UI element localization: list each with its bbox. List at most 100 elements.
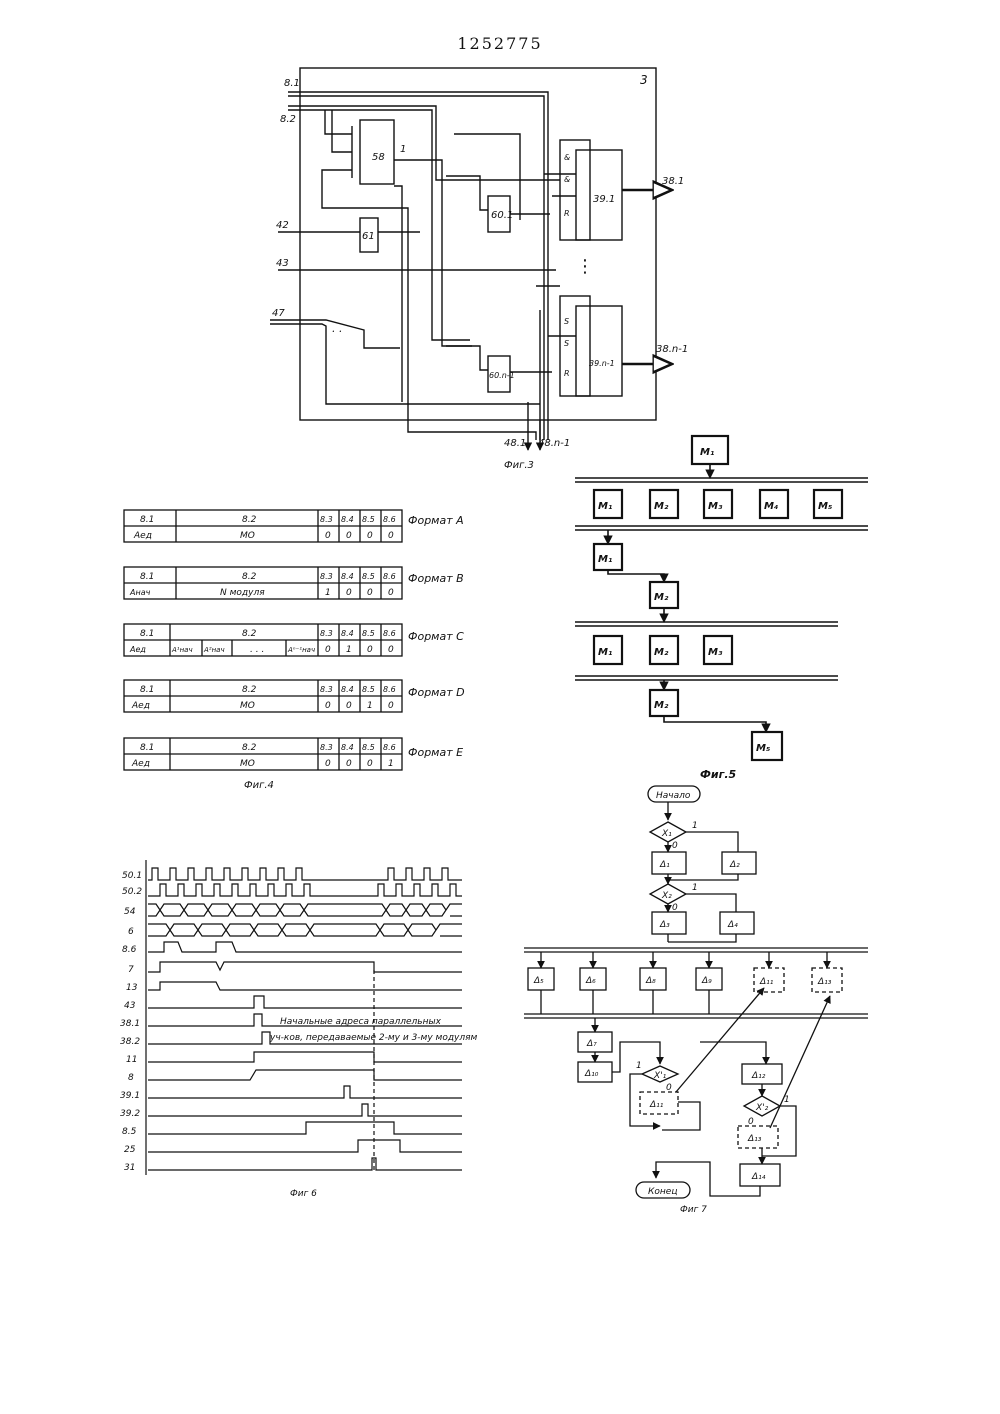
- fc-d2: Δ₂: [729, 860, 740, 870]
- sig-label-1: 50.1: [122, 871, 142, 881]
- fc-cond1-label: X₁: [661, 829, 672, 839]
- fig3-out-48-1: 48.1: [504, 438, 526, 449]
- fc-r8: 0: [367, 645, 373, 655]
- fe-r3: 0: [325, 759, 331, 769]
- fig3-label-39-n-1: 39.n-1: [589, 359, 615, 368]
- fig3-input-43: 43: [276, 258, 289, 269]
- fd-h6: 8.6: [383, 685, 396, 694]
- fa-h3: 8.3: [320, 515, 333, 524]
- fc-cond4-zero: 0: [748, 1117, 754, 1127]
- sig-label-12: 8: [128, 1073, 134, 1083]
- fc-r2: Δ₁₃: [747, 1134, 762, 1144]
- fc-r3: Δ₁₄: [751, 1172, 766, 1182]
- sig-13: [148, 982, 462, 990]
- fc-r6: 0: [325, 645, 331, 655]
- fc-cond3-label: X'₁: [653, 1071, 667, 1081]
- fa-h6: 8.6: [383, 515, 396, 524]
- fd-h4: 8.4: [341, 685, 354, 694]
- fig4-caption: Фиг.4: [244, 780, 274, 791]
- fig3-out-38-n-1: 38.n-1: [656, 344, 688, 355]
- fc-r5: Aⁿ⁻¹нач: [287, 646, 315, 654]
- fig3-input-8-2: 8.2: [280, 114, 296, 125]
- fd-r2: МО: [240, 701, 255, 711]
- format-e-table: [124, 738, 402, 770]
- fig3-label-58: 58: [372, 152, 385, 163]
- sig-label-15: 8.5: [122, 1127, 137, 1137]
- sig-label-6: 7: [128, 965, 134, 975]
- fe-h4: 8.4: [341, 743, 354, 752]
- fig3-block-39-n-1: [576, 306, 622, 396]
- fig3-ellipsis: ⋮: [576, 256, 594, 277]
- sig-43: [148, 996, 462, 1008]
- sig-label-2: 50.2: [122, 887, 142, 897]
- fc-cond1-zero: 0: [672, 841, 678, 851]
- fig5-r1-2: M₂: [654, 501, 669, 512]
- fe-r6: 1: [388, 759, 394, 769]
- fb-h4: 8.4: [341, 572, 354, 581]
- fc-p3: Δ₈: [645, 976, 656, 986]
- fc-d1: Δ₁: [659, 860, 670, 870]
- fb-h1: 8.1: [140, 572, 154, 582]
- fc-name: Формат C: [408, 630, 464, 643]
- fc-l1: Δ₇: [586, 1039, 597, 1049]
- fc-h3: 8.3: [320, 629, 333, 638]
- fig7-caption: Фиг 7: [680, 1205, 707, 1215]
- sig-11: [148, 1052, 462, 1062]
- fc-cond2-label: X₂: [661, 891, 672, 901]
- fd-r6: 0: [388, 701, 394, 711]
- fc-cond2-zero: 0: [672, 903, 678, 913]
- sig-39-2: [148, 1104, 462, 1116]
- fc-p2: Δ₆: [585, 976, 596, 986]
- sig-6: [148, 924, 462, 936]
- sig-8: [148, 1070, 462, 1080]
- fig5-r2-1: M₁: [598, 647, 612, 658]
- fe-h5: 8.5: [362, 743, 375, 752]
- fig3-label-60-n-1: 60.n-1: [489, 371, 515, 380]
- fig3-port-5: S: [564, 339, 569, 348]
- fig6-caption: Фиг 6: [290, 1189, 317, 1199]
- fc-h6: 8.6: [383, 629, 396, 638]
- fig5-labels: M₁ M₁ M₂ M₃ M₄ M₅ M₁ M₂ M₁ M₂ M₃ M₂ M₅ Ф…: [598, 447, 832, 781]
- fe-h3: 8.3: [320, 743, 333, 752]
- fc-h4: 8.4: [341, 629, 354, 638]
- fc-parallel-blocks: [528, 952, 842, 1014]
- fig5-r1-4: M₄: [764, 501, 778, 512]
- fd-r5: 1: [367, 701, 373, 711]
- fc-p4: Δ₉: [701, 976, 712, 986]
- fig5-r1-1: M₁: [598, 501, 612, 512]
- fc-d4: Δ₄: [727, 920, 738, 930]
- figure-4-formats: [124, 510, 402, 770]
- fa-h4: 8.4: [341, 515, 354, 524]
- fa-h1: 8.1: [140, 515, 154, 525]
- fig3-caption: Фиг.3: [504, 460, 534, 471]
- fa-r3: 0: [325, 531, 331, 541]
- fig6-annotation-2: уч-ков, передаваемые 2-му и 3-му модулям: [269, 1033, 478, 1043]
- fig3-input-8-1: 8.1: [284, 78, 300, 89]
- fig5-caption: Фиг.5: [700, 768, 737, 781]
- fc-r7: 1: [346, 645, 352, 655]
- sig-label-11: 11: [126, 1055, 137, 1065]
- fig3-port-1: &: [564, 153, 570, 162]
- sig-31: [148, 1158, 462, 1170]
- fc-l2: Δ₁₀: [584, 1069, 599, 1079]
- sig-label-14: 39.2: [120, 1109, 140, 1119]
- fb-h5: 8.5: [362, 572, 375, 581]
- fe-r1: Aед: [131, 759, 150, 769]
- fc-h2: 8.2: [242, 629, 257, 639]
- fd-r1: Aед: [131, 701, 150, 711]
- fc-cond3-zero: 0: [666, 1083, 672, 1093]
- format-a-table: [124, 510, 402, 542]
- fb-r5: 0: [367, 588, 373, 598]
- sig-39-1: [148, 1086, 462, 1098]
- fc-r1: Δ₁₂: [751, 1071, 766, 1081]
- fc-r2: A¹нач: [171, 646, 193, 654]
- fig6-labels: 50.1 50.2 54 6 8.6 7 13 43 38.1 38.2 11 …: [120, 871, 478, 1199]
- fa-r6: 0: [388, 531, 394, 541]
- fc-cond4-one: 1: [784, 1095, 790, 1105]
- fc-p1: Δ₅: [533, 976, 544, 986]
- sig-54: [148, 904, 462, 916]
- fd-r3: 0: [325, 701, 331, 711]
- fc-p6: Δ₁₃: [817, 977, 832, 987]
- fd-h2: 8.2: [242, 685, 257, 695]
- fc-h5: 8.5: [362, 629, 375, 638]
